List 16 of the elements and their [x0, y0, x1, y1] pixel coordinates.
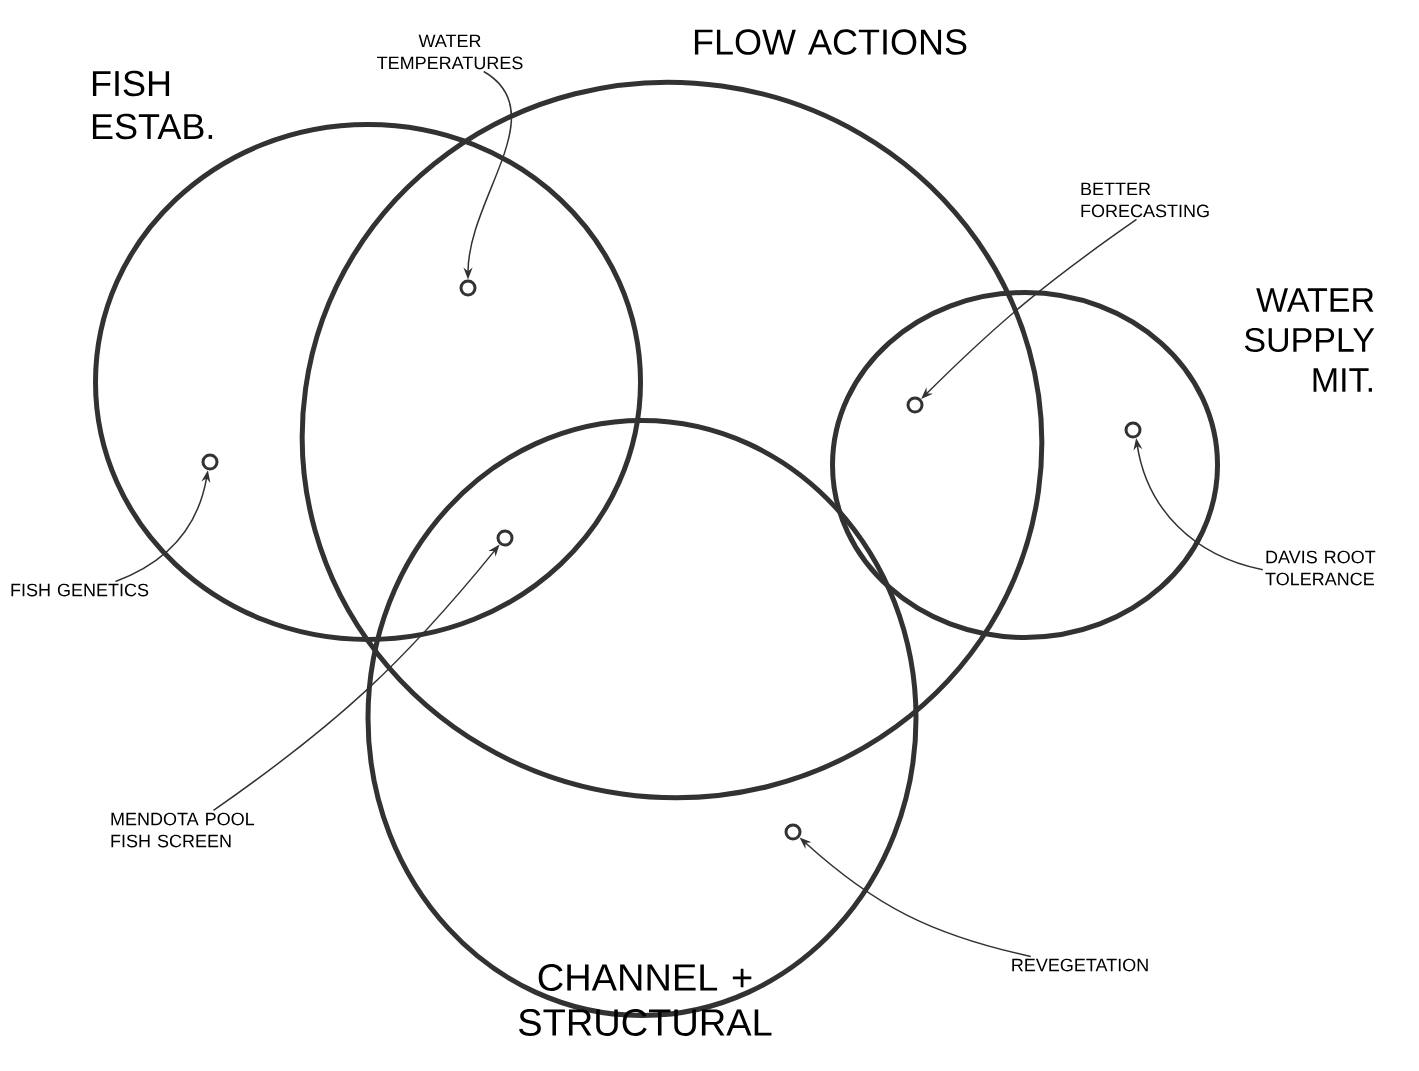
leader-text: BETTER FORECASTING — [1081, 182, 1209, 218]
circle-heading: WATER SUPPLY MIT. — [1244, 288, 1375, 392]
circle-heading: FLOW ACTIONS — [694, 29, 967, 55]
leader-text: WATER TEMPERATURES — [377, 34, 523, 70]
small-circle — [459, 279, 477, 297]
small-circle — [1124, 421, 1142, 439]
leader-text: DAVIS ROOT TOLERANCE — [1265, 550, 1376, 586]
small-circle — [784, 823, 802, 841]
circle-heading: CHANNEL + STRUCTURAL — [519, 964, 772, 1036]
leader-text: REVEGETATION — [1012, 958, 1148, 972]
circle-heading: FISH ESTAB. — [92, 70, 213, 140]
small-circle — [906, 396, 924, 414]
small-circle — [201, 453, 219, 471]
small-circle — [496, 529, 514, 547]
leader-text: FISH GENETICS — [11, 583, 149, 597]
leader-text: MENDOTA POOL FISH SCREEN — [111, 812, 255, 848]
